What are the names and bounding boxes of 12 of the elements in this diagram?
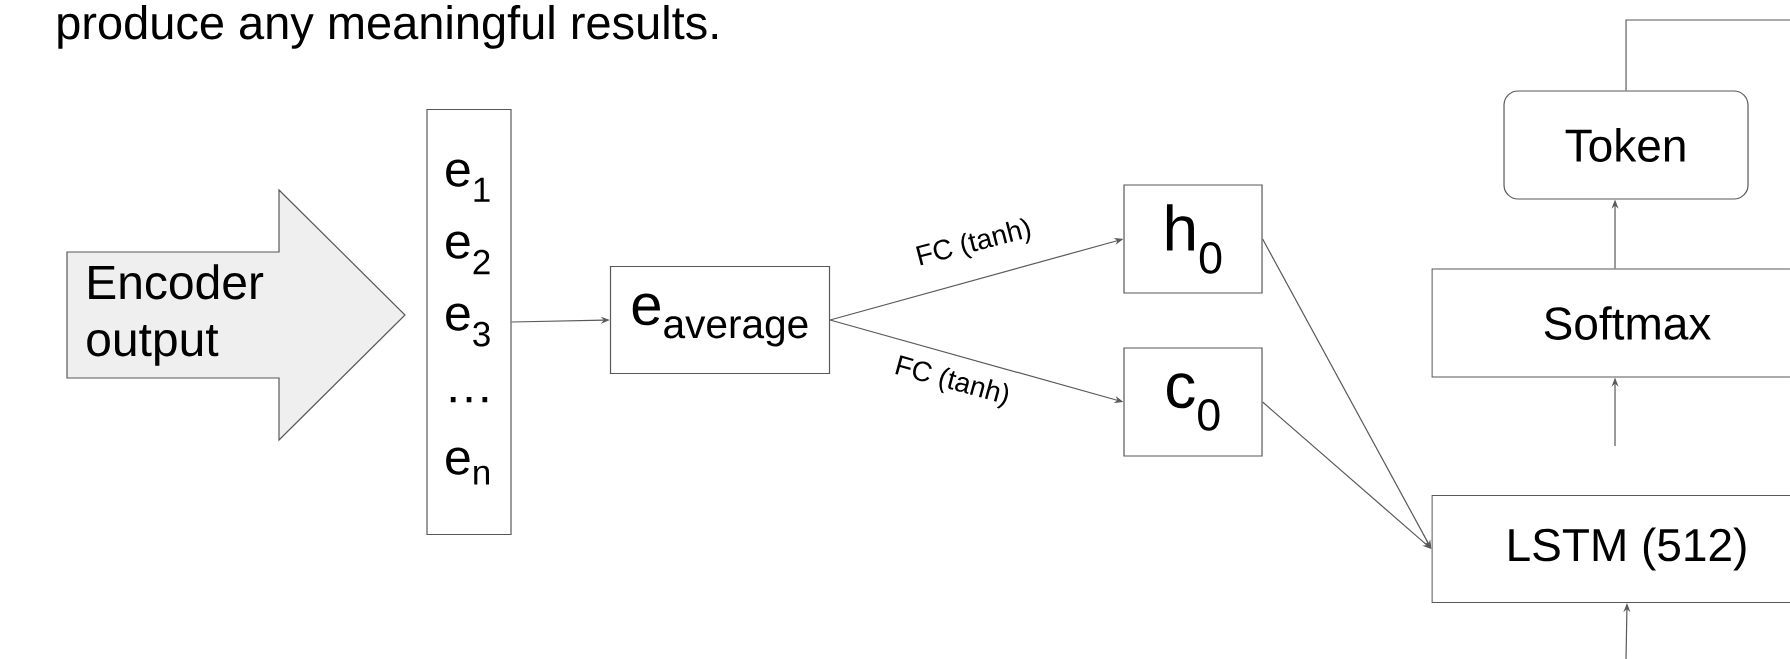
softmax-box: Softmax bbox=[1431, 268, 1790, 378]
edge-label: FC (tanh) bbox=[916, 218, 1031, 266]
lstm-box: LSTM (512) bbox=[1431, 494, 1790, 604]
connector-line bbox=[1625, 19, 1790, 91]
token-box: Token bbox=[1503, 90, 1749, 200]
arrow bbox=[1262, 238, 1432, 549]
heading-text: produce any meaningful results. bbox=[58, 4, 717, 49]
average-box: e$_{average}$ bbox=[609, 265, 831, 375]
edge-label: FC (tanh) bbox=[895, 355, 1009, 409]
state-box: h$_{0}$ bbox=[1123, 184, 1263, 294]
state-box: c$_{0}$ bbox=[1123, 347, 1263, 457]
vector-box: e$_{1}$ e$_{2}$ e$_{3}$ … e$_{n}$ bbox=[426, 108, 512, 536]
